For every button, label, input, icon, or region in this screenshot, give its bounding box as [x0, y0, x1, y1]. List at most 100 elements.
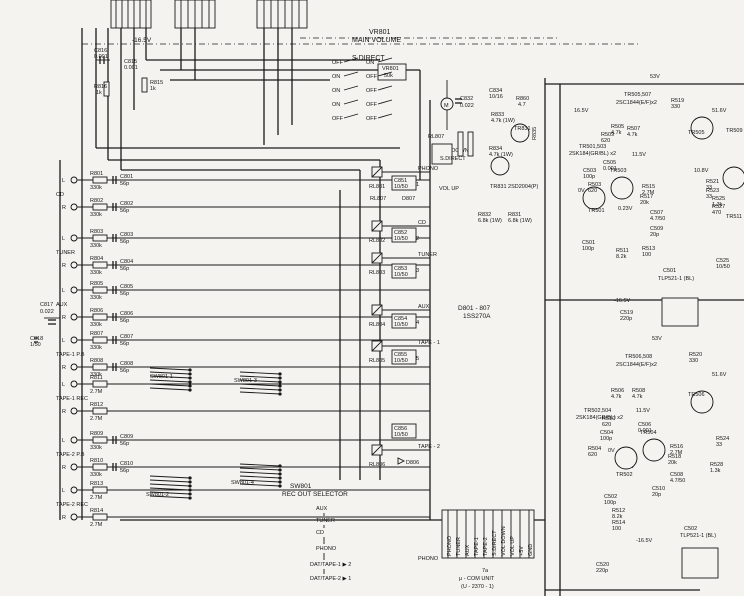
label: 56p: [120, 341, 129, 347]
label: R509: [601, 132, 614, 138]
svg-text:2SK184(GR/BL) x2: 2SK184(GR/BL) x2: [569, 151, 616, 157]
label: C509: [650, 226, 663, 232]
label: R518: [668, 454, 681, 460]
label: R521: [706, 179, 719, 185]
label: 56p: [120, 468, 129, 474]
input-jack[interactable]: [70, 313, 78, 321]
label: R814: [90, 508, 103, 514]
input-jack[interactable]: [70, 380, 78, 388]
label: 470: [712, 210, 721, 216]
label: 10/50: [394, 322, 408, 328]
label: R520: [689, 352, 702, 358]
label: 330k: [90, 243, 102, 249]
input-jack[interactable]: [70, 234, 78, 242]
resistor: [92, 336, 108, 344]
svg-text:TR504: TR504: [640, 430, 657, 436]
diode-label: D807: [402, 196, 415, 202]
label: C810: [120, 461, 133, 467]
svg-text:TR502: TR502: [616, 472, 633, 478]
input-jack[interactable]: [70, 486, 78, 494]
resistor: [92, 363, 108, 371]
sw801-4-label: SW801-4: [231, 480, 254, 486]
svg-text:2SK184(GR/BL) x2: 2SK184(GR/BL) x2: [576, 415, 623, 421]
svg-text:R833: R833: [491, 112, 504, 118]
label: 4.7k: [611, 394, 622, 400]
channel-label: R: [62, 465, 66, 471]
label: 2.7M: [90, 522, 103, 528]
label: 1.3k: [710, 468, 721, 474]
label: R803: [90, 229, 103, 235]
label: C801: [120, 174, 133, 180]
diode-note-part: 1SS270A: [463, 313, 491, 320]
label: 330k: [90, 345, 102, 351]
selector-step: TUNER: [316, 518, 335, 524]
relay-line-label: AUX: [418, 304, 430, 310]
label: R515: [642, 184, 655, 190]
svg-text:R860: R860: [516, 96, 529, 102]
selector-step: CD: [316, 530, 324, 536]
label: 100: [612, 526, 621, 532]
connector-pin-label: VOL DOWN: [501, 526, 507, 556]
amplifier-lower: TR506,508 2SC1844(E/F)x2 TR502,504 2SK18…: [576, 336, 729, 579]
channel-label: L: [62, 382, 65, 388]
top-bus-label: -16.5V: [132, 37, 152, 44]
input-jack[interactable]: [70, 407, 78, 415]
label: 0.001: [638, 428, 652, 434]
svg-text:C502: C502: [684, 526, 697, 532]
label: 10/50: [394, 432, 408, 438]
label: 2.7M: [642, 190, 655, 196]
input-jack[interactable]: [70, 203, 78, 211]
label: RL801: [369, 184, 385, 190]
input-jack[interactable]: [70, 286, 78, 294]
amplifier-upper: TR505,507 2SC1844(E/F)x2 TR501,503 2SK18…: [569, 74, 744, 327]
input-jack[interactable]: [70, 463, 78, 471]
label: R528: [710, 462, 723, 468]
svg-text:TLP521-1 (BL): TLP521-1 (BL): [658, 276, 694, 282]
svg-text:4.7: 4.7: [518, 102, 526, 108]
label: 1.3k: [712, 202, 723, 208]
label: 330k: [90, 445, 102, 451]
label: 0.001: [603, 166, 617, 172]
svg-text:0V: 0V: [608, 448, 615, 454]
svg-text:50k: 50k: [384, 73, 393, 79]
channel-label: L: [62, 438, 65, 444]
label: C504: [600, 430, 613, 436]
label: 620: [601, 138, 610, 144]
label: C852: [394, 230, 407, 236]
svg-text:1k: 1k: [96, 90, 102, 96]
label: R508: [632, 388, 645, 394]
label: R506: [611, 388, 624, 394]
label: 2.7M: [90, 389, 103, 395]
connector-pin-label: +5V: [519, 546, 525, 556]
input-jack[interactable]: [70, 363, 78, 371]
label: R810: [90, 458, 103, 464]
channel-label: L: [62, 338, 65, 344]
input-jack[interactable]: [70, 176, 78, 184]
label: R523: [706, 188, 719, 194]
input-jack[interactable]: [70, 261, 78, 269]
switch-position-label: OFF: [366, 88, 378, 94]
label: 8.2k: [616, 254, 627, 260]
input-jack[interactable]: [70, 513, 78, 521]
selector-title: SW801: [290, 483, 312, 490]
input-jack[interactable]: [70, 336, 78, 344]
label: 330k: [90, 322, 102, 328]
resistor: [92, 286, 108, 294]
svg-text:1/50: 1/50: [30, 342, 41, 348]
label: R812: [90, 402, 103, 408]
svg-text:C834: C834: [489, 88, 502, 94]
label: 4.7k: [611, 130, 622, 136]
svg-text:TR503: TR503: [610, 168, 627, 174]
relay-line-label: TUNER: [418, 252, 437, 258]
label: 10/50: [394, 272, 408, 278]
switch-position-label: ON: [332, 102, 340, 108]
label: 220p: [596, 568, 608, 574]
input-jack[interactable]: [70, 436, 78, 444]
selector-step: DAT/TAPE-2 ▶ 1: [310, 576, 351, 582]
svg-text:C815: C815: [124, 59, 137, 65]
svg-text:1k: 1k: [150, 86, 156, 92]
connector-pin-label: PHONO: [447, 535, 453, 556]
